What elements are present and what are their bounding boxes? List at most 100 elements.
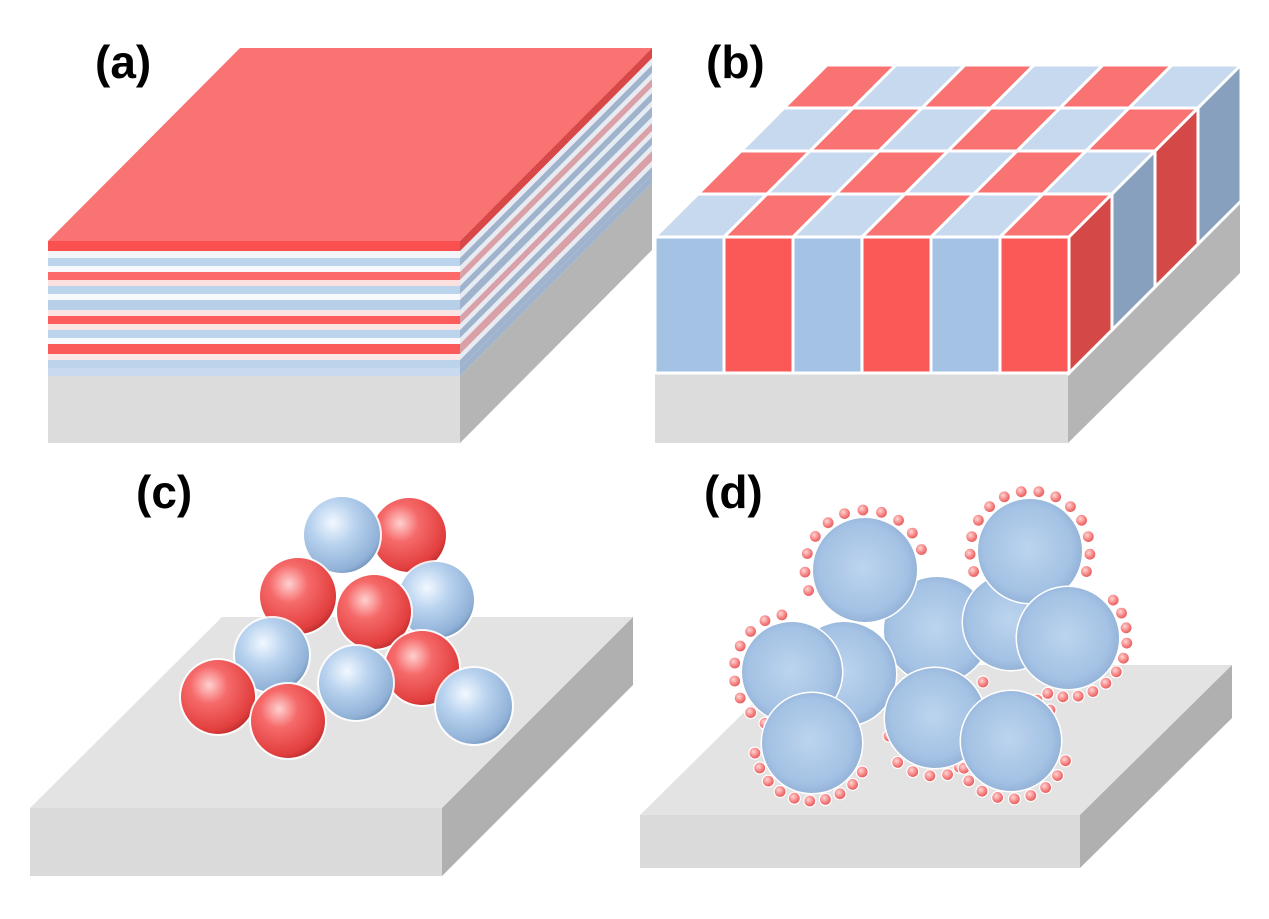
panel-label-d: (d) [704, 466, 763, 518]
decorating-nanoparticle [966, 564, 981, 579]
layer-side-stripe [460, 65, 652, 266]
decorating-nanoparticle [1058, 754, 1073, 768]
decorating-nanoparticle [891, 513, 906, 527]
decorating-nanoparticle [940, 767, 955, 782]
decorating-nanoparticle [1119, 621, 1133, 635]
substrate-side [1080, 665, 1232, 868]
decorating-nanoparticle [787, 791, 801, 805]
layer-front-stripe [48, 272, 460, 280]
layer-side-stripe [460, 73, 652, 272]
decorating-nanoparticle [963, 547, 977, 561]
layer-side-stripe [460, 131, 652, 330]
decorating-nanoparticle [1074, 513, 1089, 527]
decorating-nanoparticle [733, 691, 747, 705]
layer-front-stripe [48, 360, 460, 368]
layer-front-stripe [48, 354, 460, 360]
decorating-nanoparticle [773, 784, 787, 799]
blue-particle [884, 577, 990, 683]
layer-stack-front [48, 251, 460, 376]
decorating-nanoparticle [891, 755, 905, 770]
panel-d [640, 485, 1232, 868]
layer-side-stripe [460, 79, 652, 280]
layer-side-stripe [460, 123, 652, 324]
decorating-nanoparticle [743, 624, 758, 639]
layer-side-stripe [460, 145, 652, 344]
decorating-nanoparticle [753, 761, 767, 775]
decorating-nanoparticle [1049, 490, 1063, 504]
layer-front-stripe [48, 324, 460, 330]
layer-front-stripe [48, 280, 460, 286]
column-front [722, 235, 795, 375]
decorating-nanoparticle [1086, 684, 1100, 699]
layer-side-stripe [460, 58, 652, 258]
decorating-nanoparticle [923, 769, 937, 783]
layer-side-stripe [460, 175, 652, 376]
layer-front-stripe [48, 344, 460, 354]
layer-side-stripe [460, 167, 652, 368]
blue-sphere [319, 646, 393, 720]
panel-label-b: (b) [706, 36, 765, 88]
panel-label-a: (a) [95, 36, 151, 88]
decorating-nanoparticle [1081, 529, 1095, 544]
decorating-nanoparticle [971, 513, 986, 527]
layer-front-stripe [48, 338, 460, 344]
decorating-nanoparticle [800, 546, 814, 561]
decorating-nanoparticle [1032, 485, 1046, 499]
decorating-nanoparticle [997, 490, 1011, 504]
decorating-nanoparticle [803, 794, 817, 808]
decorating-nanoparticle [818, 792, 833, 807]
layer-side-stripe [460, 137, 652, 338]
decorated-particle-cluster [728, 485, 1134, 808]
top-layer-edge-side [460, 48, 652, 251]
layer-front-stripe [48, 368, 460, 376]
blue-particle [978, 499, 1082, 603]
layer-front-stripe [48, 300, 460, 310]
layer-side-stripe [460, 87, 652, 286]
decorating-nanoparticle [728, 674, 742, 688]
panel-b [651, 61, 1245, 443]
decorating-nanoparticle [733, 639, 747, 653]
blue-particle [961, 691, 1061, 791]
layer-side-stripe [460, 151, 652, 354]
decorating-nanoparticle [743, 705, 758, 720]
blue-particle [762, 693, 862, 793]
substrate-front [640, 815, 1080, 868]
decorating-nanoparticle [801, 583, 816, 598]
blue-sphere [235, 618, 309, 692]
decorating-nanoparticle [962, 774, 976, 788]
decorating-nanoparticle [914, 542, 929, 557]
layer-front-stripe [48, 294, 460, 300]
layer-front-stripe [48, 266, 460, 272]
blue-sphere [436, 668, 512, 744]
decorating-nanoparticle [837, 506, 852, 521]
decorating-nanoparticle [990, 790, 1005, 805]
column-front [653, 235, 726, 375]
decorating-nanoparticle [905, 526, 919, 540]
decorating-nanoparticle [982, 500, 997, 514]
column-array [651, 61, 1245, 377]
decorating-nanoparticle [1099, 676, 1113, 690]
decorating-nanoparticle [1120, 636, 1134, 650]
decorating-nanoparticle [1116, 651, 1131, 665]
red-sphere [260, 558, 336, 634]
layer-side-stripe [460, 101, 652, 300]
decorating-nanoparticle [1041, 686, 1055, 701]
decorating-nanoparticle [1014, 485, 1028, 499]
decorating-nanoparticle [976, 675, 990, 689]
decorating-nanoparticle [748, 746, 762, 760]
layer-front-stripe [48, 286, 460, 294]
decorating-nanoparticle [808, 529, 822, 544]
decorating-nanoparticle [1007, 792, 1022, 806]
decorating-nanoparticle [1106, 593, 1120, 607]
column-front [998, 235, 1071, 375]
blue-particle [1017, 587, 1119, 689]
layer-side-stripe [460, 117, 652, 316]
decorating-nanoparticle [1114, 606, 1129, 620]
top-layer-edge [48, 241, 460, 251]
layer-stack-side [460, 58, 652, 376]
top-layer-face [48, 48, 652, 241]
panel-label-c: (c) [136, 466, 192, 518]
red-sphere [337, 575, 411, 649]
blue-particle [813, 518, 917, 622]
